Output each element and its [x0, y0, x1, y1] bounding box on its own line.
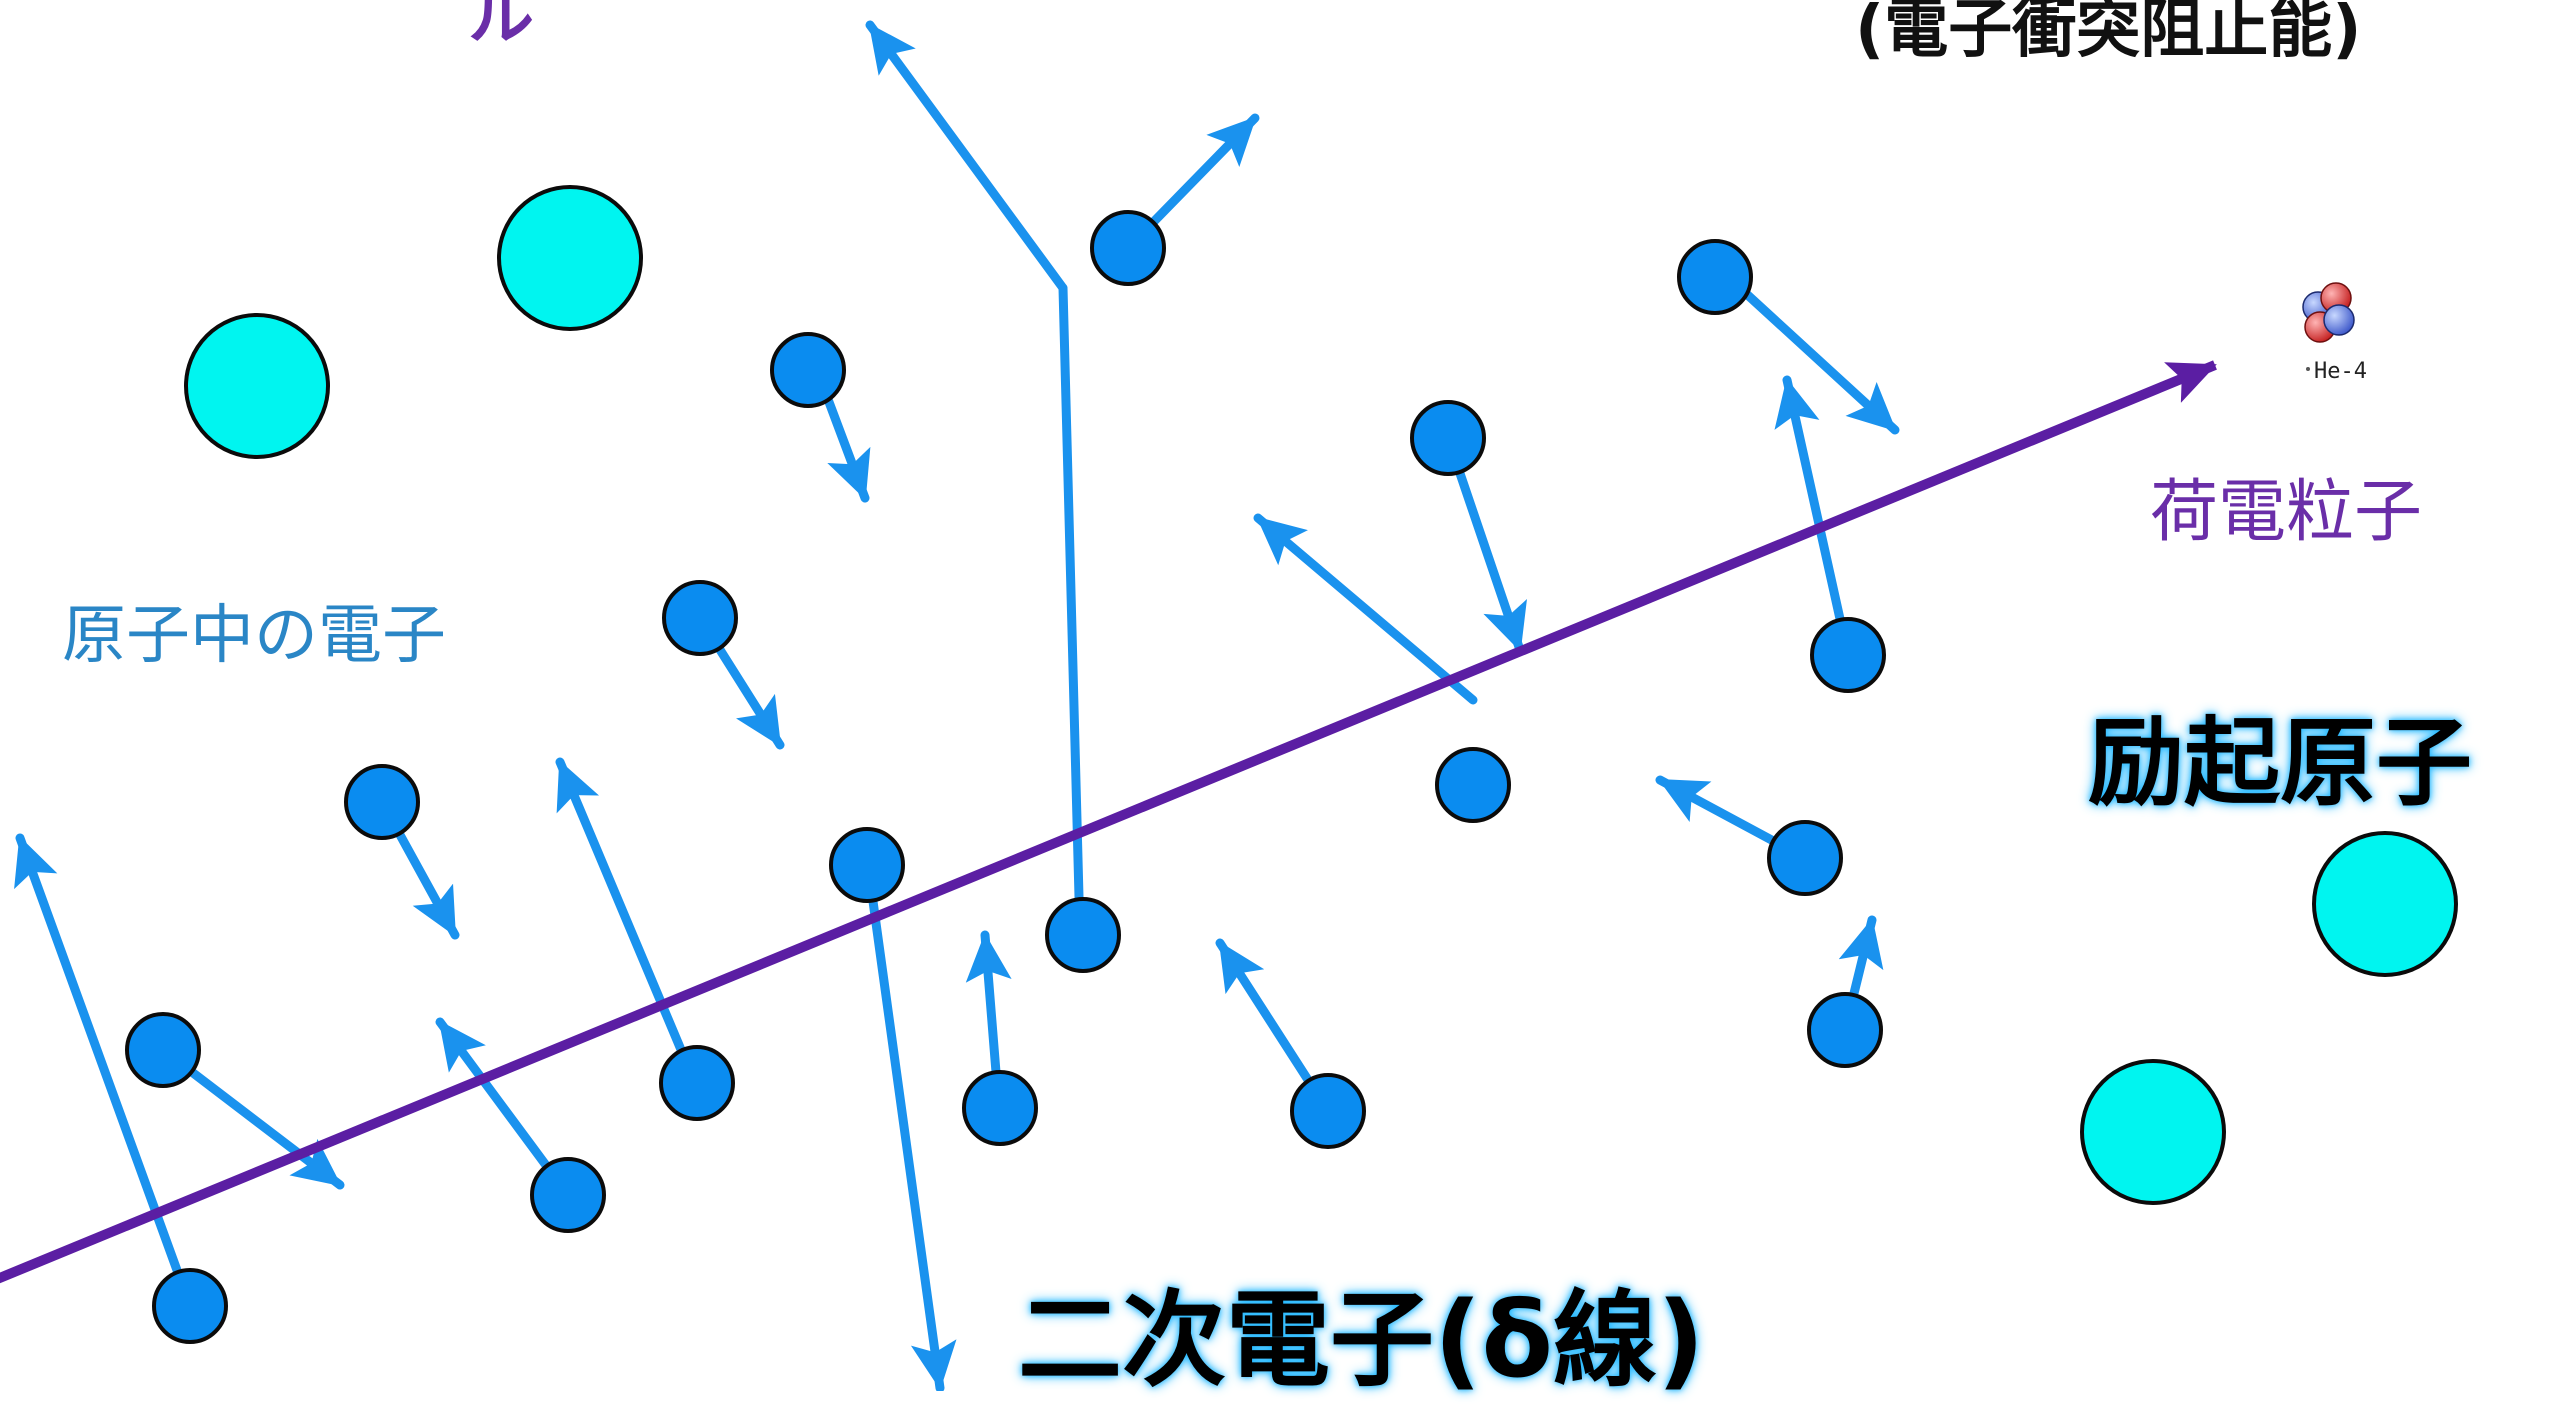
atomic-electron	[1807, 992, 1883, 1068]
excited-atoms	[184, 185, 2458, 1205]
atomic-electron	[125, 1012, 201, 1088]
atomic-electron	[962, 1070, 1038, 1146]
charged-particle-track-line	[0, 360, 2217, 1284]
atomic-electron	[659, 1045, 735, 1121]
nucleus-caption: He-4	[2314, 359, 2367, 384]
excited-atom	[2080, 1059, 2226, 1205]
secondary-electron-arrows	[14, 20, 1900, 1391]
secondary-electrons-delta-rays-label: 二次電子(δ線)	[1018, 1279, 1705, 1401]
atomic-electron	[1410, 400, 1486, 476]
charged-particle-track	[0, 360, 2217, 1284]
atomic-electron	[344, 764, 420, 840]
secondary-electron-arrow	[1723, 272, 1900, 435]
excited-atom	[497, 185, 643, 331]
electrons-in-atoms-label: 原子中の電子	[62, 599, 446, 673]
atomic-electron	[662, 580, 738, 656]
atomic-electron	[152, 1268, 228, 1344]
top-left-label-fragment: ル	[468, 0, 534, 54]
excited-atom	[184, 313, 330, 459]
atomic-electron	[829, 827, 905, 903]
excited-atom-label: 励起原子	[2088, 707, 2472, 819]
secondary-electron-arrow	[555, 757, 700, 1088]
secondary-electron-arrow	[14, 833, 195, 1311]
atomic-electron	[1290, 1073, 1366, 1149]
secondary-electron-arrow	[1253, 513, 1478, 705]
secondary-electron-arrow	[1774, 375, 1853, 660]
secondary-electron-arrow	[863, 860, 957, 1391]
atomic-electron	[1045, 897, 1121, 973]
electron-collision-stopping-power-label: (電子衝突阻止能)	[1855, 0, 2362, 67]
charged-particle-label: 荷電粒子	[2150, 473, 2423, 552]
excited-atom	[2312, 831, 2458, 977]
atomic-electron	[1767, 820, 1843, 896]
delta-ray-branch-arrow	[865, 20, 1068, 293]
atomic-electron	[1090, 210, 1166, 286]
atomic-electrons	[125, 210, 1886, 1344]
helium-4-nucleus-icon	[2302, 282, 2355, 371]
atomic-electron	[1435, 747, 1511, 823]
atomic-electron	[1677, 239, 1753, 315]
atomic-electron	[1810, 617, 1886, 693]
atomic-electron	[770, 332, 846, 408]
delta-ray-branch-arrow	[1058, 283, 1085, 940]
atomic-electron	[530, 1157, 606, 1233]
